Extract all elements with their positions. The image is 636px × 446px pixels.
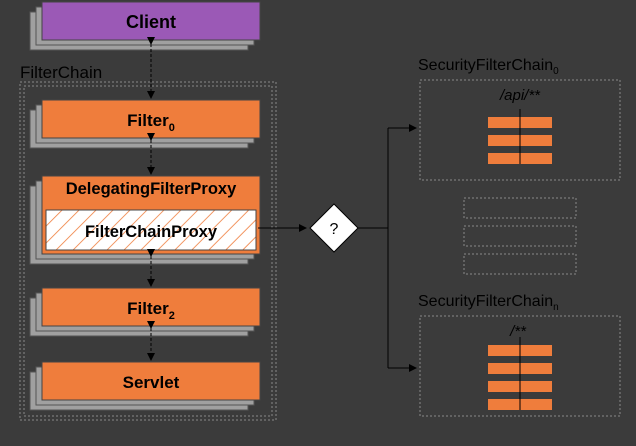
filter2-box	[41, 287, 261, 327]
filter2-label: Filter2	[127, 299, 175, 322]
filter0-subscript: 0	[169, 122, 175, 134]
delegating-filter-proxy-node: DelegatingFilterProxy FilterChainProxy	[29, 175, 261, 265]
client-label: Client	[126, 12, 176, 32]
decision-node: ?	[309, 203, 359, 253]
decision-symbol: ?	[330, 221, 339, 238]
placeholder-chain-1	[463, 197, 577, 219]
servlet-box	[41, 361, 261, 401]
security-chain-n-filters	[488, 337, 552, 410]
security-chain-n-subscript: n	[553, 302, 559, 313]
filter-chain-proxy-box	[45, 209, 257, 251]
security-chain-0-name: SecurityFilterChain	[418, 57, 553, 74]
client-box	[41, 1, 261, 41]
delegating-label: DelegatingFilterProxy	[66, 180, 237, 198]
filter0-box	[41, 99, 261, 139]
security-chain-n-pattern: /**	[509, 323, 527, 340]
security-chain-n-title: SecurityFilterChainn	[418, 293, 559, 313]
client-node: Client	[29, 1, 261, 51]
filter0-label: Filter0	[127, 111, 175, 134]
filter0-node: Filter0	[29, 99, 261, 149]
servlet-label: Servlet	[123, 373, 180, 392]
security-filter-chain-0: SecurityFilterChain0 /api/**	[418, 57, 621, 181]
filter2-subscript: 2	[169, 310, 175, 322]
placeholder-chain-2	[463, 225, 577, 247]
servlet-node: Servlet	[29, 361, 261, 411]
security-chain-n-name: SecurityFilterChain	[418, 293, 553, 310]
security-chain-0-subscript: 0	[553, 66, 559, 77]
security-chain-0-filters	[488, 109, 552, 164]
security-filter-chain-n: SecurityFilterChainn /**	[418, 293, 621, 417]
filter2-name: Filter	[127, 299, 169, 318]
decision-diamond	[309, 203, 359, 253]
filter2-node: Filter2	[29, 287, 261, 337]
security-chain-0-title: SecurityFilterChain0	[418, 57, 559, 77]
filter-chain-proxy-label: FilterChainProxy	[85, 223, 218, 241]
filter0-name: Filter	[127, 111, 169, 130]
security-chain-0-container	[419, 79, 621, 181]
security-chain-n-container	[419, 315, 621, 417]
placeholder-chain-3	[463, 253, 577, 275]
filter-chain-label: FilterChain	[20, 63, 102, 82]
security-chain-0-pattern: /api/**	[499, 87, 541, 104]
